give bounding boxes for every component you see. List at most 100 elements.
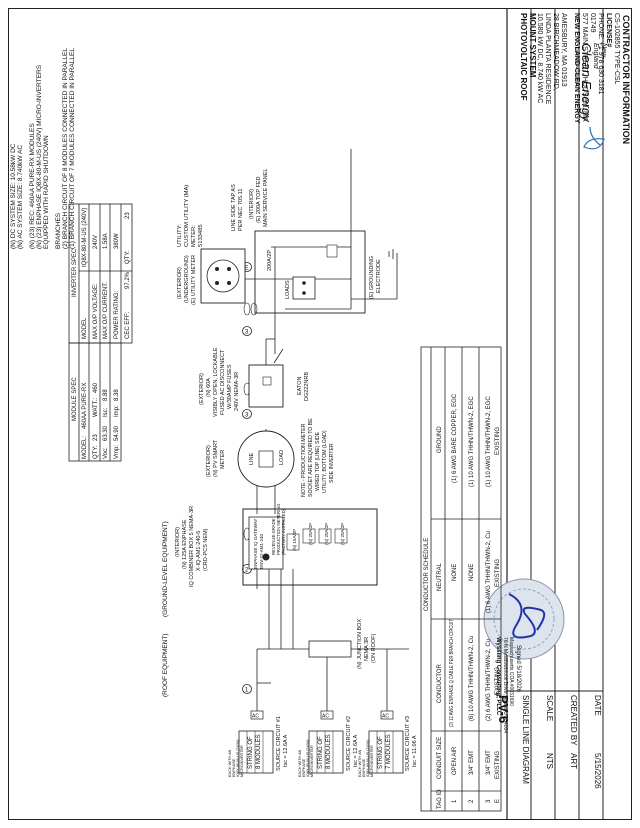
pv-string-2: STRING OF 8 MODULES SOURCE CIRCUIT #2 Is… [298,710,359,777]
svg-text:STRING OF: STRING OF [248,736,254,769]
created-value: ART [569,753,578,769]
svg-text:97.2%: 97.2% [125,271,131,289]
grounding-electrode: (E) GROUNDING ELECTRODE [351,249,398,300]
svg-text:(CRD-PCS NEM): (CRD-PCS NEM) [203,528,209,571]
junction-box: (N) JUNCTION BOX NEMA 3R (ON ROOF) [308,619,377,669]
svg-text:(INTERIOR): (INTERIOR) [249,189,255,219]
svg-text:(FACTORY INSTALLED): (FACTORY INSTALLED) [281,508,286,555]
meter-load-label: LOAD [279,450,285,465]
svg-text:23: 23 [125,212,131,219]
svg-text:PRODUCTION METERING: PRODUCTION METERING [276,504,281,555]
svg-text:MICROINVERTER: MICROINVERTER [310,745,314,777]
svg-text:PER NEC 705.11: PER NEC 705.11 [238,189,244,231]
svg-text:(INTERIOR): (INTERIOR) [175,527,181,557]
svg-text:ENPHASE IQ GATEWAY: ENPHASE IQ GATEWAY [253,519,258,569]
svg-text:ELECTRODE: ELECTRODE [376,259,382,293]
scale-label: SCALE [545,695,554,721]
conductor-schedule-text: CONDUCTOR SCHEDULE TAG ID CONDUIT SIZE C… [424,393,501,809]
company-info: NEW ENGLAND CLEAN ENERGY 577 MAIN STREET… [573,13,620,124]
svg-text:3: 3 [245,330,249,336]
svg-text:EACH WITH AN: EACH WITH AN [228,749,232,777]
logo-tagline: Expert Solar Solutions [575,47,580,87]
svg-text:(EXTERIOR): (EXTERIOR) [206,445,212,477]
pv-string-3: STRING OF 7 MODULES SOURCE CIRCUIT #3 Is… [358,710,418,777]
svg-text:REVENUE-GRADE: REVENUE-GRADE [271,518,276,555]
svg-text:2: 2 [469,799,475,803]
svg-text:01749: 01749 [589,13,596,33]
svg-text:LINDA PLANTA RESIDENCE: LINDA PLANTA RESIDENCE [544,13,551,105]
svg-text:INVERTER SPEC: INVERTER SPEC [72,248,78,297]
wire-tag-3a: 3 [242,409,252,419]
system-notes: (N) DC SYSTEM SIZE: 10.58kW DC (N) AC SY… [10,48,76,249]
svg-text:UTILITY:: UTILITY: [177,224,183,247]
svg-text:Isc = 12.6A A: Isc = 12.6A A [353,734,359,767]
ground-level-label: (GROUND-LEVEL EQUIPMENT) [162,521,169,617]
module-spec-table [68,342,122,462]
svg-text:(N) 60A: (N) 60A [206,378,212,397]
svg-text:OPEN AIR: OPEN AIR [452,746,458,775]
conductor-schedule-table [420,346,502,812]
svg-text:10.580 kW DC, 8.740 kW AC: 10.580 kW DC, 8.740 kW AC [536,13,543,103]
svg-text:Isc:: Isc: [103,407,109,417]
svg-text:MAX O/P CURRENT:: MAX O/P CURRENT: [103,282,109,339]
svg-text:1.58A: 1.58A [103,233,109,249]
svg-text:380W: 380W [114,233,120,249]
svg-text:8.88: 8.88 [103,389,109,401]
svg-text:7 MODULES: 7 MODULES [386,734,392,769]
svg-text:1: 1 [452,799,458,803]
revision-fields: DATE 5/15/2026 CREATED BY ART SCALE NTS … [496,695,602,789]
svg-text:5133485: 5133485 [198,224,204,247]
svg-text:Wyssling Consulting, PLLC: Wyssling Consulting, PLLC [495,637,501,716]
svg-text:AC: AC [382,714,389,720]
svg-text:CONDUIT SIZE: CONDUIT SIZE [437,737,443,779]
svg-text:EXISTING: EXISTING [495,751,501,779]
svg-text:AC: AC [252,714,259,720]
svg-text:WIRED TOP (LINE) SIDE: WIRED TOP (LINE) SIDE [315,431,321,491]
meter-line-label: LINE [249,452,255,465]
svg-text:IQ8X-80-M-US (240V): IQ8X-80-M-US (240V) [366,739,370,777]
svg-text:MICROINVERTER: MICROINVERTER [370,745,374,777]
svg-text:QTY:: QTY: [93,445,99,459]
svg-text:(1) 6 AWG BARE COPPER, EGC: (1) 6 AWG BARE COPPER, EGC [452,393,458,483]
single-line-diagram: CONTRACTOR INFORMATION New England Clean… [10,9,631,819]
svg-text:(E) 200A TOP FED: (E) 200A TOP FED [256,177,262,223]
svg-text:(EXTERIOR): (EXTERIOR) [199,373,205,405]
svg-text:IQ COMBINER BOX 5 NEMA-3R: IQ COMBINER BOX 5 NEMA-3R [189,506,195,587]
pv-string-1: STRING OF 8 MODULES SOURCE CIRCUIT #1 Is… [228,710,289,777]
svg-text:(N) (23) ENPHASE IQ8X-80-M-US: (N) (23) ENPHASE IQ8X-80-M-US (240V) MIC… [36,64,43,249]
svg-text:SOURCE CIRCUIT #2: SOURCE CIRCUIT #2 [346,716,352,771]
svg-text:(N) 20A/2P: (N) 20A/2P [340,523,345,545]
ground-icon [388,249,398,299]
svg-text:(E) UTILITY METER: (E) UTILITY METER [191,255,197,305]
title-block-text: CONTRACTOR INFORMATION New England Clean… [483,13,631,789]
svg-text:METER:: METER: [191,225,197,247]
svg-text:(N) 20A/2P: (N) 20A/2P [308,523,313,545]
svg-text:(1) 10 AWG THHN/THWN-2, EGC: (1) 10 AWG THHN/THWN-2, EGC [486,396,492,487]
svg-text:LINE SIDE TAP AS: LINE SIDE TAP AS [231,184,237,231]
svg-text:(N) DC SYSTEM SIZE: 10.58kW DC: (N) DC SYSTEM SIZE: 10.58kW DC [10,143,17,249]
svg-text:IQ8X-80-M-US (240V): IQ8X-80-M-US (240V) [306,739,310,777]
svg-text:MODEL: MODEL [82,317,88,339]
svg-text:EXISTING: EXISTING [495,559,501,587]
svg-text:MAIN SERVICE PANEL: MAIN SERVICE PANEL [263,169,269,227]
svg-text:IQ8X-80-M-US (240V): IQ8X-80-M-US (240V) [236,739,240,777]
svg-text:UTILITY, BOTTOM (LOAD): UTILITY, BOTTOM (LOAD) [322,430,328,493]
svg-text:EXISTING: EXISTING [495,427,501,455]
svg-text:ENPHASE: ENPHASE [302,758,306,777]
svg-text:METER: METER [220,450,226,469]
svg-text:SOURCE CIRCUIT #1: SOURCE CIRCUIT #1 [276,716,282,771]
svg-text:EACH WITH AN: EACH WITH AN [298,749,302,777]
engineer-stamp-text: Wyssling Consulting, PLLC 76 N Meadowbro… [495,637,521,733]
svg-text:Imp:: Imp: [114,405,120,417]
logo-line-2: England [592,43,599,70]
logo-line-3: Clean Energy [579,43,594,123]
svg-text:EQUIPPED WITH RAPID SHUTDOWN: EQUIPPED WITH RAPID SHUTDOWN [43,135,50,249]
title-block [506,9,604,819]
svg-text:ENPHASE: ENPHASE [362,758,366,777]
svg-text:MOUNT SYSTEM: MOUNT SYSTEM [528,13,537,78]
svg-text:(1) BRANCH CIRCUIT OF 7 MODULE: (1) BRANCH CIRCUIT OF 7 MODULES CONNECTE… [69,48,76,249]
svg-text:MICROINVERTER: MICROINVERTER [240,745,244,777]
svg-text:63.30: 63.30 [103,425,109,441]
created-label: CREATED BY [569,695,578,746]
svg-text:(N) 20A/2P: (N) 20A/2P [324,523,329,545]
